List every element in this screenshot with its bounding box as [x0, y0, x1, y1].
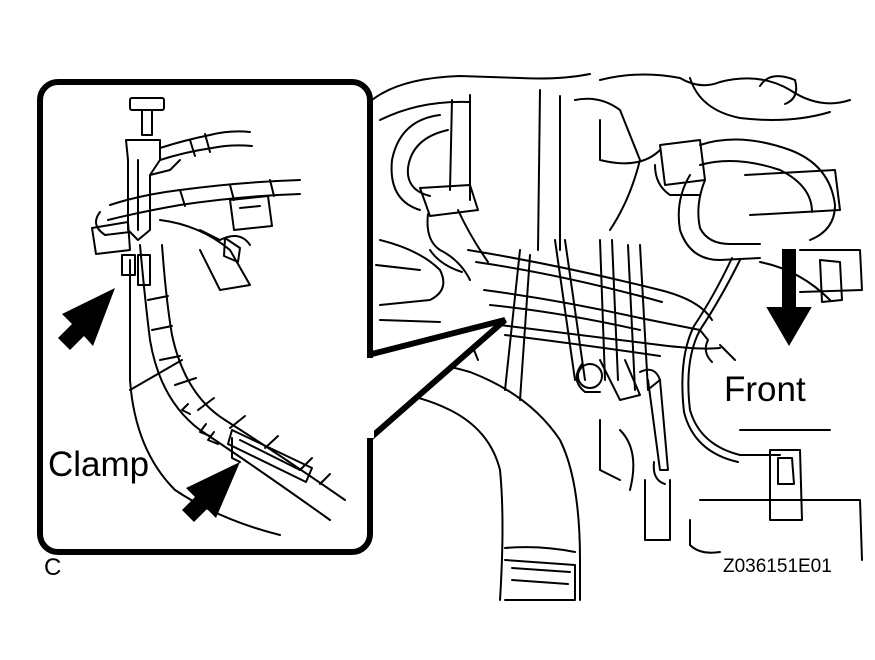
engine-bay-drawing: [371, 73, 863, 601]
arrow-icon: [58, 288, 115, 350]
inset-detail-view: [37, 79, 374, 555]
front-label: Front: [722, 370, 808, 409]
front-arrow-icon: [766, 249, 812, 346]
arrow-icon: [182, 462, 240, 522]
callout-pointer: [365, 317, 507, 447]
view-letter-label: C: [44, 554, 62, 581]
figure-code-label: Z036151E01: [723, 556, 832, 577]
clamp-label: Clamp: [48, 445, 150, 484]
